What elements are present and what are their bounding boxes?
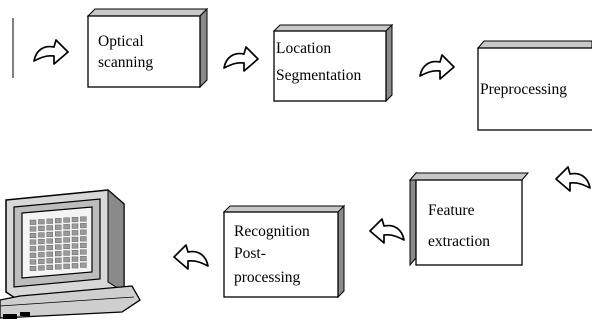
screen-cell xyxy=(80,256,87,262)
screen-cell xyxy=(80,216,87,222)
screen-cell xyxy=(46,258,53,264)
recognition-postprocessing-box: Recognition Post- processing xyxy=(222,204,346,299)
screen-cell xyxy=(55,257,62,263)
screen-cell xyxy=(63,224,70,230)
computer-monitor-icon xyxy=(0,188,141,319)
screen-cell xyxy=(80,229,87,235)
screen-cell xyxy=(29,252,37,258)
screen-cell xyxy=(38,252,45,258)
screen-cell xyxy=(63,243,70,249)
screen-cell xyxy=(55,244,62,250)
screen-cell xyxy=(63,250,70,256)
preprocessing-label: Preprocessing xyxy=(480,81,567,98)
screen-cell xyxy=(46,225,53,231)
screen-cell xyxy=(71,250,79,256)
screen-cell xyxy=(46,218,53,224)
screen-cell xyxy=(38,258,45,264)
screen-cell xyxy=(38,219,45,225)
feature-extraction-label: Feature extraction xyxy=(428,202,490,250)
location-segmentation-box: Location Segmentation xyxy=(272,23,394,103)
screen-cell xyxy=(71,263,79,269)
screen-cell xyxy=(55,231,62,237)
screen-cell xyxy=(63,230,70,236)
screen-cell xyxy=(46,238,53,244)
monitor-screen-grid xyxy=(29,216,87,272)
screen-cell xyxy=(63,237,70,243)
screen-cell xyxy=(55,251,62,257)
screen-cell xyxy=(80,236,87,242)
optical-scanning-label: Optical scanning xyxy=(98,33,153,71)
screen-cell xyxy=(46,264,53,270)
screen-cell xyxy=(71,230,79,236)
screen-cell xyxy=(71,256,79,262)
optical-scanning-box: Optical scanning xyxy=(86,7,209,89)
screen-cell xyxy=(55,264,62,270)
screen-cell xyxy=(55,224,62,230)
screen-cell xyxy=(29,259,37,265)
screen-cell xyxy=(71,236,79,242)
feature-extraction-box: Feature extraction xyxy=(408,171,530,267)
curved-arrow-icon xyxy=(369,218,405,244)
preprocessing-box: Preprocessing xyxy=(476,40,592,131)
screen-cell xyxy=(29,239,37,245)
screen-cell xyxy=(46,245,53,251)
screen-cell xyxy=(63,217,70,223)
screen-cell xyxy=(71,223,79,229)
screen-cell xyxy=(38,225,45,231)
curved-arrow-icon xyxy=(223,46,259,72)
screen-cell xyxy=(29,266,37,272)
screen-cell xyxy=(55,237,62,243)
screen-cell xyxy=(80,249,87,255)
curved-arrow-icon xyxy=(419,54,455,80)
screen-cell xyxy=(80,262,87,268)
curved-arrow-icon xyxy=(33,39,69,65)
screen-cell xyxy=(55,218,62,224)
curved-arrow-icon xyxy=(555,166,591,192)
screen-cell xyxy=(71,243,79,249)
screen-cell xyxy=(38,232,45,238)
location-segmentation-label: Location Segmentation xyxy=(276,40,361,84)
screen-cell xyxy=(46,231,53,237)
screen-cell xyxy=(29,219,37,225)
screen-cell xyxy=(46,251,53,257)
screen-cell xyxy=(38,239,45,245)
screen-cell xyxy=(29,246,37,252)
screen-cell xyxy=(38,265,45,271)
screen-cell xyxy=(80,223,87,229)
recognition-postprocessing-label: Recognition Post- processing xyxy=(234,223,314,286)
screen-cell xyxy=(63,257,70,263)
screen-cell xyxy=(71,217,79,223)
screen-cell xyxy=(29,226,37,232)
curved-arrow-icon xyxy=(173,244,209,270)
screen-cell xyxy=(80,242,87,248)
screen-cell xyxy=(63,263,70,269)
screen-cell xyxy=(38,245,45,251)
screen-cell xyxy=(29,232,37,238)
